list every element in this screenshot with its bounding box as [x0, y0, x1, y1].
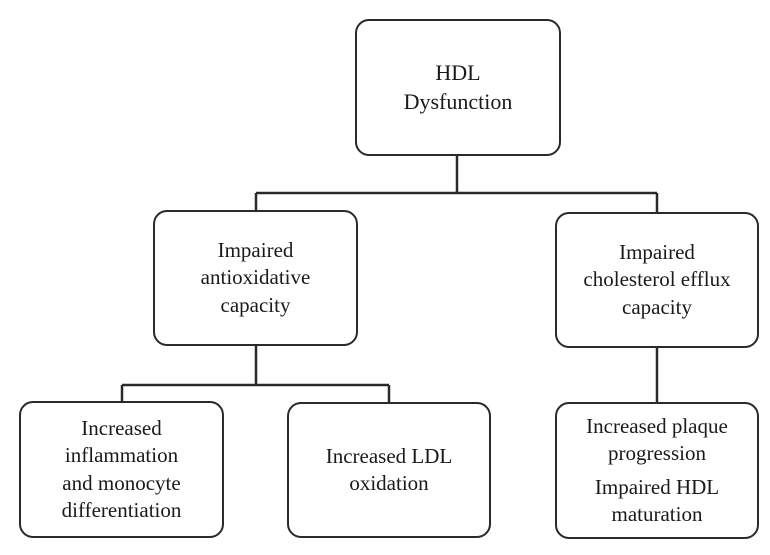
- node-label-line: maturation: [611, 501, 703, 526]
- node-label-line: Impaired: [619, 240, 695, 265]
- node-label-line: antioxidative: [200, 265, 311, 290]
- node-label-line: Dysfunction: [403, 88, 513, 114]
- node-increased-inflammation: Increased inflammation and monocyte diff…: [19, 401, 224, 538]
- node-label-line: differentiation: [61, 497, 182, 522]
- node-hdl-dysfunction: HDL Dysfunction: [355, 19, 561, 156]
- node-label-line: Increased plaque: [586, 413, 728, 438]
- node-label-line: Increased LDL: [325, 443, 453, 468]
- node-label-line: Impaired HDL: [594, 474, 720, 499]
- node-label-line: Increased: [81, 415, 162, 440]
- node-label-line: cholesterol efflux: [583, 267, 731, 292]
- node-increased-ldl-oxidation: Increased LDL oxidation: [287, 402, 491, 538]
- node-label-line: HDL: [435, 59, 481, 85]
- node-label-line: inflammation: [64, 443, 179, 468]
- node-impaired-antioxidative-capacity: Impaired antioxidative capacity: [153, 210, 358, 346]
- node-impaired-cholesterol-efflux-capacity: Impaired cholesterol efflux capacity: [555, 212, 759, 348]
- node-label-line: capacity: [220, 292, 291, 317]
- node-label-line: oxidation: [349, 471, 429, 495]
- node-label-line: capacity: [622, 294, 692, 319]
- node-increased-plaque-progression: Increased plaque progression Impaired HD…: [555, 402, 759, 539]
- node-label-line: Impaired: [217, 238, 294, 263]
- node-label-line: progression: [608, 441, 706, 466]
- node-label-line: and monocyte: [62, 470, 181, 495]
